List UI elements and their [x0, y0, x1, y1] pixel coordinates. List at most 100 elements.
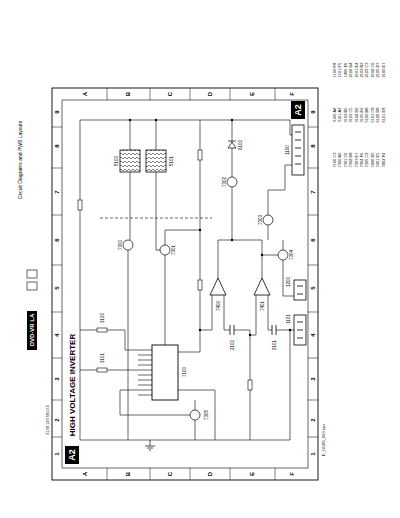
junction-dot	[289, 329, 291, 331]
badge-text: A2	[67, 449, 77, 461]
section-badge: A2	[291, 101, 305, 119]
diode-symbol	[228, 141, 236, 142]
wire	[138, 350, 152, 395]
capacitor-symbol	[230, 325, 276, 335]
grid-letter: A	[82, 472, 88, 476]
header-marks	[27, 270, 37, 290]
opamp-symbol	[210, 278, 270, 295]
part-reference: 6100	[238, 140, 243, 150]
part-reference: 3101	[100, 353, 105, 363]
grid-number: 3	[310, 377, 316, 380]
ground-symbol	[145, 440, 155, 450]
transistor-symbol	[278, 250, 288, 260]
grid-number: 7	[54, 190, 60, 193]
parts-list-entry: 5100 B8	[364, 108, 369, 123]
part-reference: 1200	[286, 277, 291, 287]
part-reference: 1100	[285, 145, 290, 155]
part-reference: 7300	[118, 240, 123, 250]
grid-number: 7	[310, 190, 316, 193]
junction-dot	[155, 119, 157, 121]
grid-letter: D	[207, 92, 213, 96]
parts-list-entry: 7305 C2	[364, 152, 369, 167]
connector-symbol	[294, 280, 306, 300]
diagram-title: HIGH VOLTAGE INVERTER	[68, 334, 77, 436]
part-reference: 5101	[169, 156, 174, 166]
wire	[80, 330, 138, 370]
grid-number: 2	[310, 418, 316, 421]
resistor-symbol	[97, 368, 107, 372]
junction-dot	[129, 119, 291, 336]
part-reference: 2101	[272, 340, 277, 350]
transformer-symbol	[120, 150, 166, 172]
junction-dot	[249, 334, 251, 336]
part-reference: 7401	[260, 301, 265, 311]
grid-letter: C	[167, 472, 173, 476]
badge-text: A2	[293, 104, 303, 116]
frame	[62, 100, 308, 468]
part-reference: 7305	[204, 410, 209, 420]
parts-list-entry: 7303 E7	[353, 153, 358, 168]
grid-letter: A	[82, 92, 88, 96]
wire	[80, 120, 292, 440]
parts-list-entry: 2106 E7	[380, 63, 385, 78]
resistor-symbol	[97, 328, 107, 332]
diode-symbol	[228, 141, 236, 148]
parts-list-entry: 3103 C5	[348, 107, 353, 122]
grid-number: 6	[54, 238, 60, 241]
parts-list-entry: 3104 D6	[353, 107, 358, 122]
parts-list-entry: 6100 D8	[375, 107, 380, 122]
part-reference: 7400	[216, 301, 221, 311]
file-name: E_14180_063.eps	[321, 424, 326, 456]
grid-number: 1	[54, 452, 60, 455]
junction-dot	[199, 329, 201, 331]
part-reference: 7304	[289, 250, 294, 260]
parts-list-entry: 6101 E8	[380, 108, 385, 123]
grid-number: 9	[310, 110, 316, 113]
resistor-symbol	[198, 150, 202, 160]
transformer-symbol	[146, 150, 166, 172]
grid-number: 5	[54, 286, 60, 289]
ground-symbol	[145, 440, 155, 450]
frame	[52, 88, 318, 480]
part-reference: 7301	[171, 245, 176, 255]
parts-list-entry: 3101 A3	[337, 108, 342, 123]
ic-symbol	[152, 345, 178, 400]
junction-dot	[199, 229, 201, 231]
grid-letter: B	[125, 472, 131, 476]
drawing-number: 3139 123 5813.5	[45, 405, 50, 435]
grid-letter: F	[289, 472, 295, 476]
grid-number: 8	[54, 144, 60, 147]
part-reference: 7302	[222, 177, 227, 187]
transistor-symbol	[190, 410, 200, 420]
part-reference: 7100	[182, 367, 187, 377]
parts-list-entry: 2101 E4	[353, 63, 358, 78]
grid-number: 1	[310, 452, 316, 455]
parts-list-entry: 2100 D4	[348, 62, 353, 77]
parts-list-entry: 7302 D8	[348, 152, 353, 167]
part-reference: 7303	[258, 215, 263, 225]
transistor-symbol	[123, 177, 288, 420]
grid-number: 3	[54, 377, 60, 380]
grid-number: 9	[54, 110, 60, 113]
transformer-symbol	[120, 150, 140, 172]
transistor-symbol	[263, 215, 273, 225]
wire	[218, 120, 262, 278]
badge-text: DVD-VR LA	[29, 314, 35, 347]
junction-dot	[261, 254, 263, 256]
resistor-symbol	[78, 200, 82, 210]
part-reference: 3100	[100, 313, 105, 323]
connector-symbol	[292, 125, 306, 345]
parts-list-entry: 7401 E5	[375, 153, 380, 168]
grid-number: 4	[310, 333, 316, 336]
opamp-symbol	[210, 278, 226, 295]
connector-symbol	[292, 125, 304, 175]
grid-letter: B	[125, 92, 131, 96]
page-header: Circuit Diagrams and PWB Layouts	[17, 121, 23, 199]
grid-number: 6	[310, 238, 316, 241]
resistor-symbol	[198, 280, 202, 290]
wire	[200, 295, 294, 440]
wire	[120, 120, 215, 440]
transistor-symbol	[227, 177, 237, 187]
ic-symbol	[152, 345, 178, 400]
part-reference: 2100	[230, 340, 235, 350]
